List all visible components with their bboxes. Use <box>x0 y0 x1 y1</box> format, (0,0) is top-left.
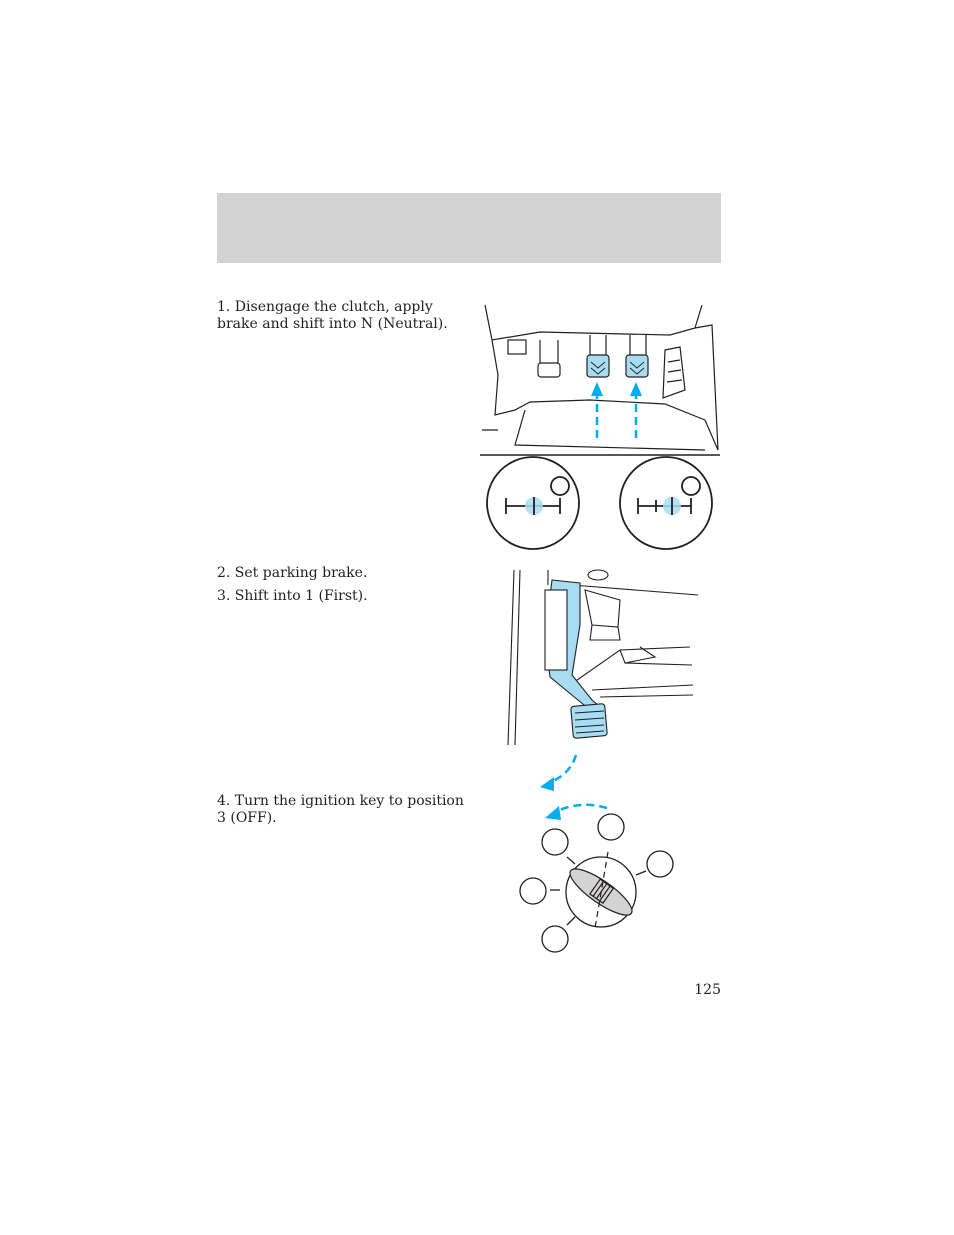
clutch-pedal-icon <box>507 569 699 791</box>
step-1-text: 1. Disengage the clutch, apply brake and… <box>217 299 448 332</box>
ignition-position-2 <box>597 813 625 841</box>
section-header-bar <box>217 193 721 263</box>
step-3-text: 3. Shift into 1 (First). <box>217 588 368 604</box>
ignition-switch-icon <box>519 803 674 953</box>
ignition-position-4 <box>519 877 547 905</box>
gear-position-icon <box>486 456 713 550</box>
step-2-text: 2. Set parking brake. <box>217 565 368 581</box>
clutch-pedal-pad <box>586 354 610 378</box>
ignition-position-1 <box>541 828 569 856</box>
ignition-position-3 <box>646 850 674 878</box>
page-number: 125 <box>694 982 721 998</box>
right-gauge-marker <box>681 476 701 496</box>
ignition-position-5 <box>541 925 569 953</box>
brake-pedal-pad <box>625 354 649 378</box>
left-gauge-marker <box>550 476 570 496</box>
pedal-area-icon <box>480 304 720 456</box>
step-4-text: 4. Turn the ignition key to position 3 (… <box>217 793 464 826</box>
left-gauge-dial <box>486 456 580 550</box>
right-gauge-dial <box>619 456 713 550</box>
